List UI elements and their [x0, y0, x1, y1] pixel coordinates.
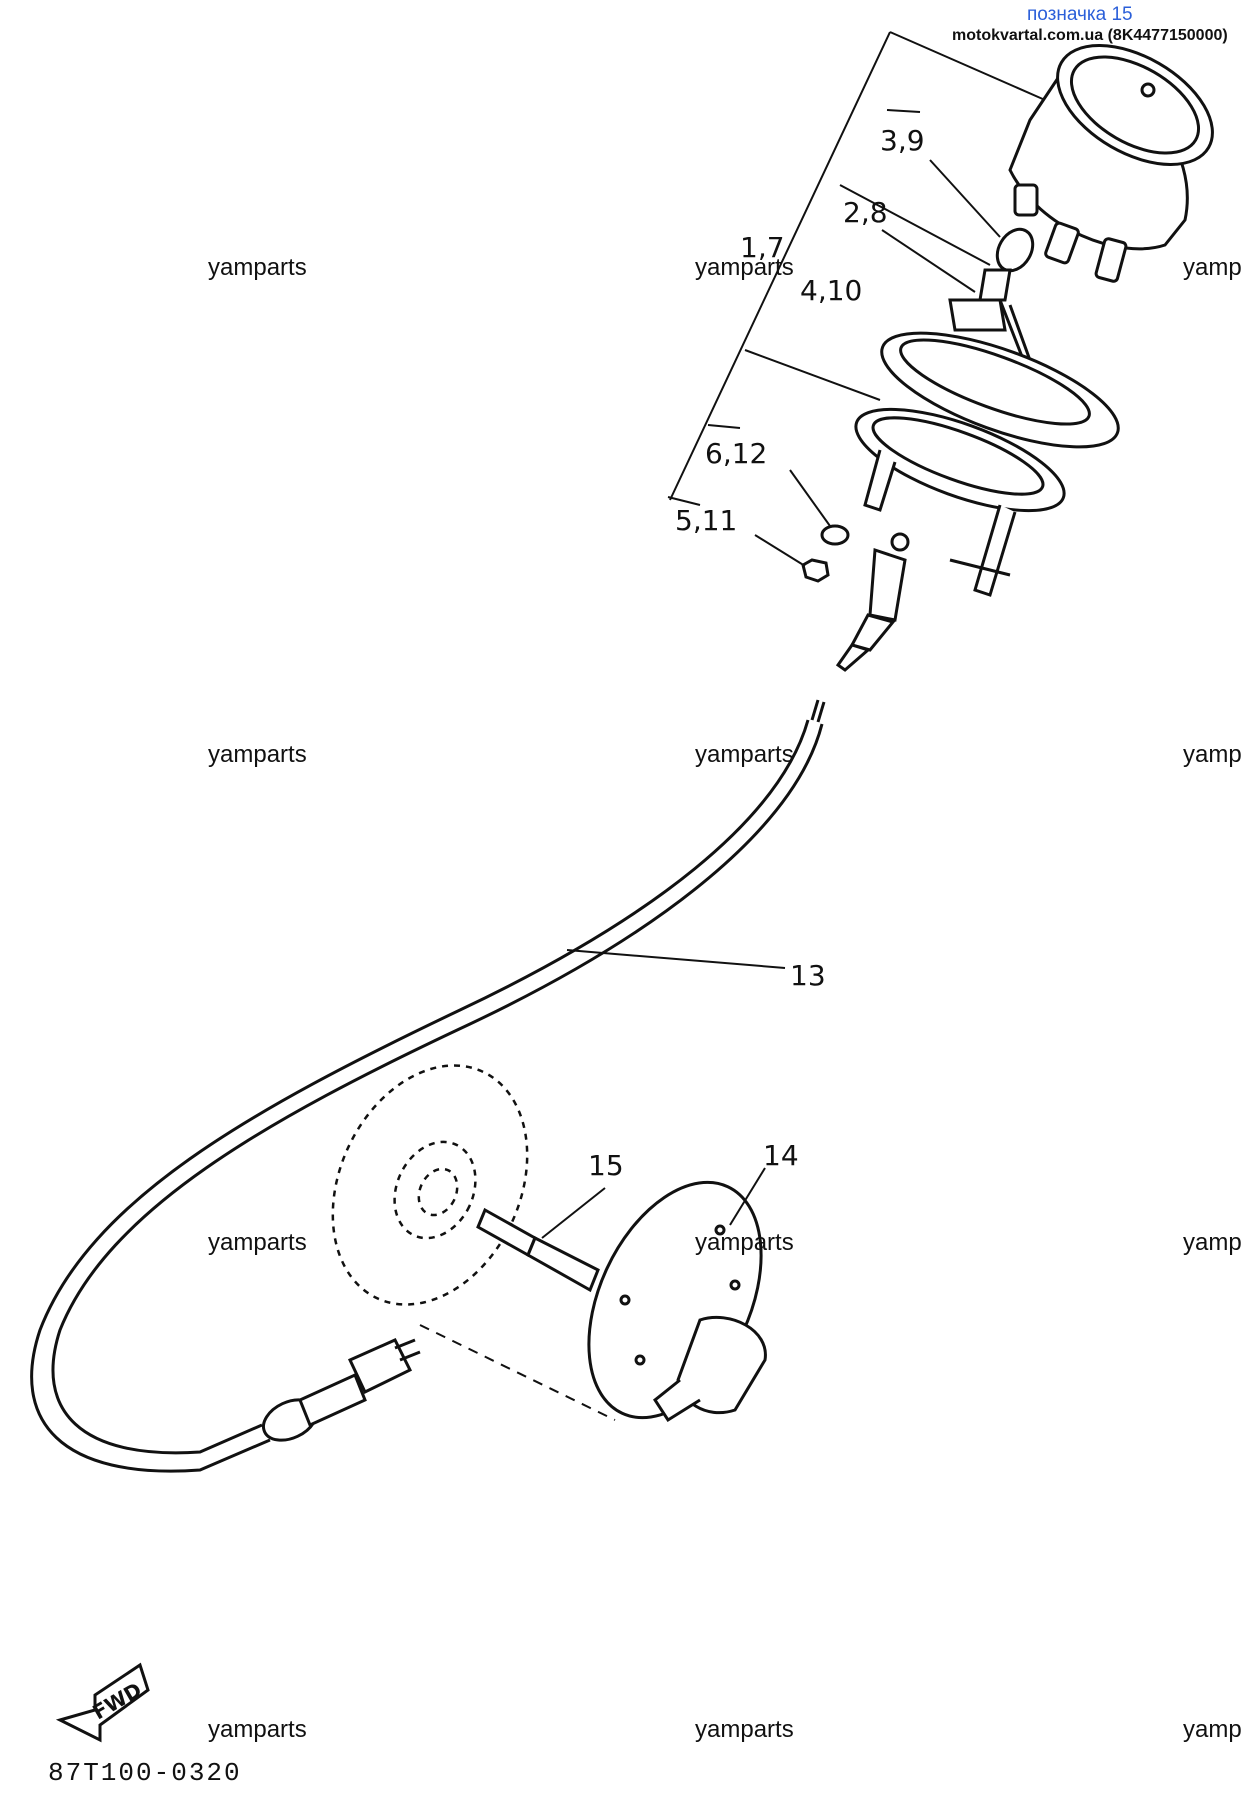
speedometer-cable	[30, 719, 824, 1473]
meter-bracket	[863, 449, 1017, 597]
watermark: yamparts	[208, 1229, 307, 1256]
drive-shaft	[476, 1207, 600, 1293]
cable-upper-end	[810, 532, 910, 723]
watermark: yamparts	[695, 1716, 794, 1743]
watermark: yamparts	[208, 254, 307, 281]
callout-6-12: 6,12	[705, 437, 767, 470]
nuts-washers	[801, 524, 850, 583]
bulb-and-socket	[948, 227, 1042, 391]
callout-5-11: 5,11	[675, 504, 737, 537]
callout-4-10: 4,10	[800, 274, 862, 307]
callout-3-9: 3,9	[880, 124, 925, 157]
wheel-hub	[331, 1064, 529, 1306]
callout-13: 13	[790, 959, 826, 992]
watermark: yamparts	[695, 741, 794, 768]
callout-15: 15	[588, 1149, 624, 1182]
header-tag: позначка 15	[1027, 4, 1133, 25]
callout-2-8: 2,8	[843, 196, 888, 229]
damper-rings	[854, 331, 1120, 513]
watermark: yamparts	[208, 1716, 307, 1743]
callout-14: 14	[763, 1139, 799, 1172]
speedometer-meter	[1008, 44, 1214, 283]
fwd-direction-arrow: FWD	[55, 1662, 150, 1743]
speedometer-gear-unit	[587, 1180, 767, 1423]
watermark: yamparts	[208, 741, 307, 768]
assembly-bracket	[667, 31, 1046, 506]
watermark: yamp	[1183, 254, 1242, 281]
watermark: yamparts	[695, 254, 794, 281]
leader-lines	[541, 159, 1001, 1239]
cable-lower-end	[262, 1338, 421, 1442]
callout-labels: 3,9 2,8 1,7 4,10 6,12 5,11 13 15 14	[588, 124, 925, 1182]
watermark: yamp	[1183, 1229, 1242, 1256]
diagram-code: 87T100-0320	[48, 1758, 242, 1788]
callout-1-7: 1,7	[740, 231, 785, 264]
watermark: yamp	[1183, 741, 1242, 768]
watermark: yamparts	[695, 1229, 794, 1256]
connection-dashed-line	[419, 1324, 616, 1421]
header-source: motokvartal.com.ua (8K4477150000)	[952, 27, 1228, 44]
watermark: yamp	[1183, 1716, 1242, 1743]
